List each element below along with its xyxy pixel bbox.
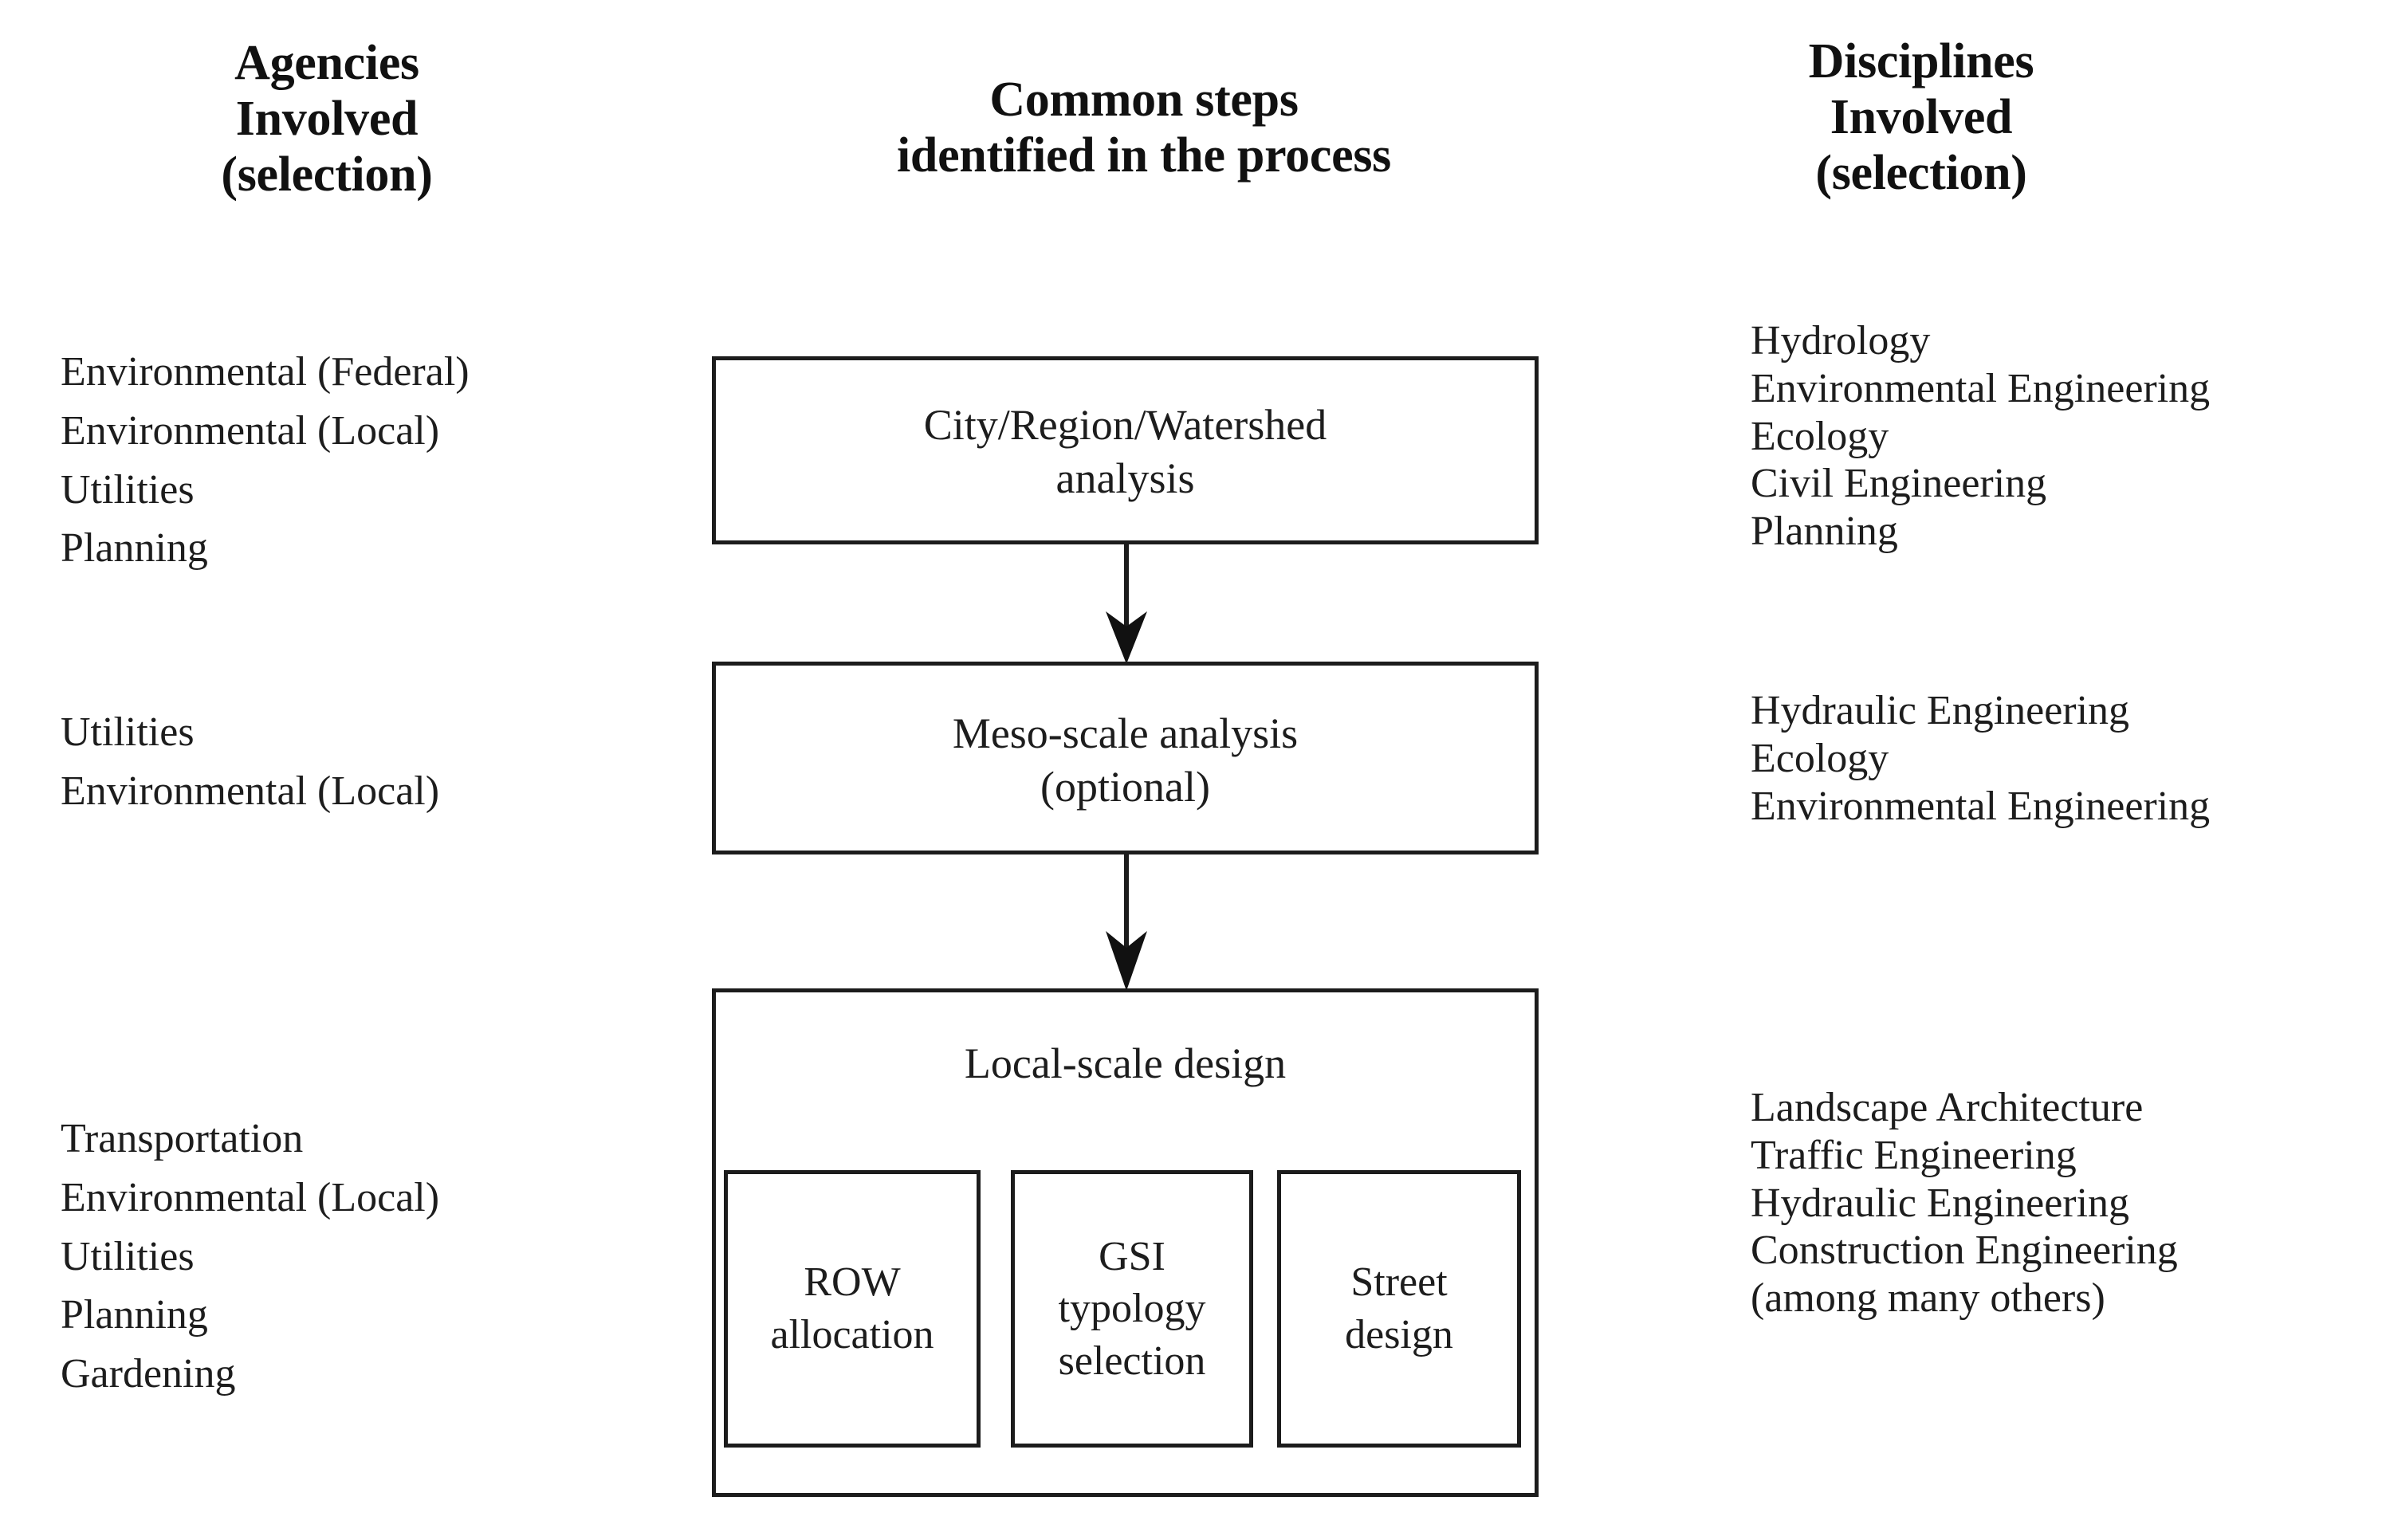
disciplines-group-meso-scale: Hydraulic Engineering Ecology Environmen… <box>1751 687 2210 830</box>
discipline-item: Environmental Engineering <box>1751 783 2211 829</box>
agencies-group-city-region-watershed: Environmental (Federal) Environmental (L… <box>61 343 470 578</box>
discipline-item: Planning <box>1751 509 1898 555</box>
agency-item: Gardening <box>61 1351 236 1397</box>
discipline-item: Hydraulic Engineering <box>1751 1180 2130 1226</box>
label-line: GSI <box>1099 1233 1165 1279</box>
agency-item: Environmental (Local) <box>61 768 440 814</box>
process-box-label: City/Region/Watershed analysis <box>716 399 1535 505</box>
discipline-item: Traffic Engineering <box>1751 1132 2077 1178</box>
label-line: Meso-scale analysis <box>952 709 1299 757</box>
header-line: Disciplines <box>1808 34 2034 88</box>
label-line: selection <box>1058 1338 1206 1384</box>
label-line: (optional) <box>1040 762 1210 811</box>
discipline-item: Landscape Architecture <box>1751 1085 2144 1130</box>
process-box-meso-scale-analysis: Meso-scale analysis (optional) <box>712 662 1539 854</box>
arrow-meso-to-local <box>1098 854 1155 991</box>
label-line: design <box>1345 1312 1453 1357</box>
discipline-item: Civil Engineering <box>1751 461 2047 507</box>
discipline-item: Ecology <box>1751 735 1889 781</box>
header-line: (selection) <box>221 147 433 202</box>
column-header-common-steps: Common steps identified in the process <box>773 72 1515 183</box>
header-line: Agencies <box>234 36 419 90</box>
label-line: typology <box>1058 1286 1206 1332</box>
label-line: City/Region/Watershed <box>923 401 1327 449</box>
agency-item: Environmental (Federal) <box>61 349 470 395</box>
header-line: Common steps <box>989 73 1299 127</box>
sub-process-box-street-design: Street design <box>1277 1170 1521 1448</box>
agency-item: Planning <box>61 1292 208 1338</box>
header-line: (selection) <box>1815 146 2027 201</box>
label-line: allocation <box>770 1312 934 1357</box>
agencies-group-local-scale: Transportation Environmental (Local) Uti… <box>61 1110 439 1404</box>
column-header-disciplines: Disciplines Involved (selection) <box>1642 33 2200 201</box>
agency-item: Utilities <box>61 466 195 513</box>
header-line: Involved <box>1830 90 2013 145</box>
agency-item: Environmental (Local) <box>61 407 440 454</box>
label-line: ROW <box>804 1259 901 1306</box>
agency-item: Transportation <box>61 1116 304 1161</box>
process-box-city-region-watershed: City/Region/Watershed analysis <box>712 356 1539 544</box>
sub-process-label: ROW allocation <box>770 1256 934 1361</box>
agency-item: Environmental (Local) <box>61 1174 440 1220</box>
column-header-agencies: Agencies Involved (selection) <box>48 35 606 202</box>
sub-process-label: GSI typology selection <box>1059 1231 1206 1388</box>
agency-item: Planning <box>61 525 208 572</box>
header-line: identified in the process <box>897 128 1391 183</box>
disciplines-group-city-region-watershed: Hydrology Environmental Engineering Ecol… <box>1751 317 2210 556</box>
sub-process-label: Street design <box>1345 1256 1453 1361</box>
discipline-item: Construction Engineering <box>1751 1228 2178 1274</box>
discipline-item: (among many others) <box>1751 1275 2105 1322</box>
discipline-item: Hydrology <box>1751 318 1931 363</box>
discipline-item: Ecology <box>1751 413 1889 459</box>
agency-item: Utilities <box>61 1233 195 1279</box>
disciplines-group-local-scale: Landscape Architecture Traffic Engineeri… <box>1751 1084 2178 1322</box>
sub-process-box-row-allocation: ROW allocation <box>724 1170 981 1448</box>
agencies-group-meso-scale: Utilities Environmental (Local) <box>61 703 439 821</box>
process-box-label: Local-scale design <box>964 1039 1287 1087</box>
label-line: Street <box>1350 1259 1448 1306</box>
discipline-item: Hydraulic Engineering <box>1751 688 2130 733</box>
label-line: analysis <box>1055 454 1195 502</box>
arrow-city-to-meso <box>1098 544 1155 664</box>
process-box-label: Meso-scale analysis (optional) <box>716 707 1535 814</box>
discipline-item: Environmental Engineering <box>1751 365 2211 411</box>
agency-item: Utilities <box>61 709 195 755</box>
header-line: Involved <box>235 92 419 147</box>
sub-process-box-gsi-typology-selection: GSI typology selection <box>1011 1170 1253 1448</box>
